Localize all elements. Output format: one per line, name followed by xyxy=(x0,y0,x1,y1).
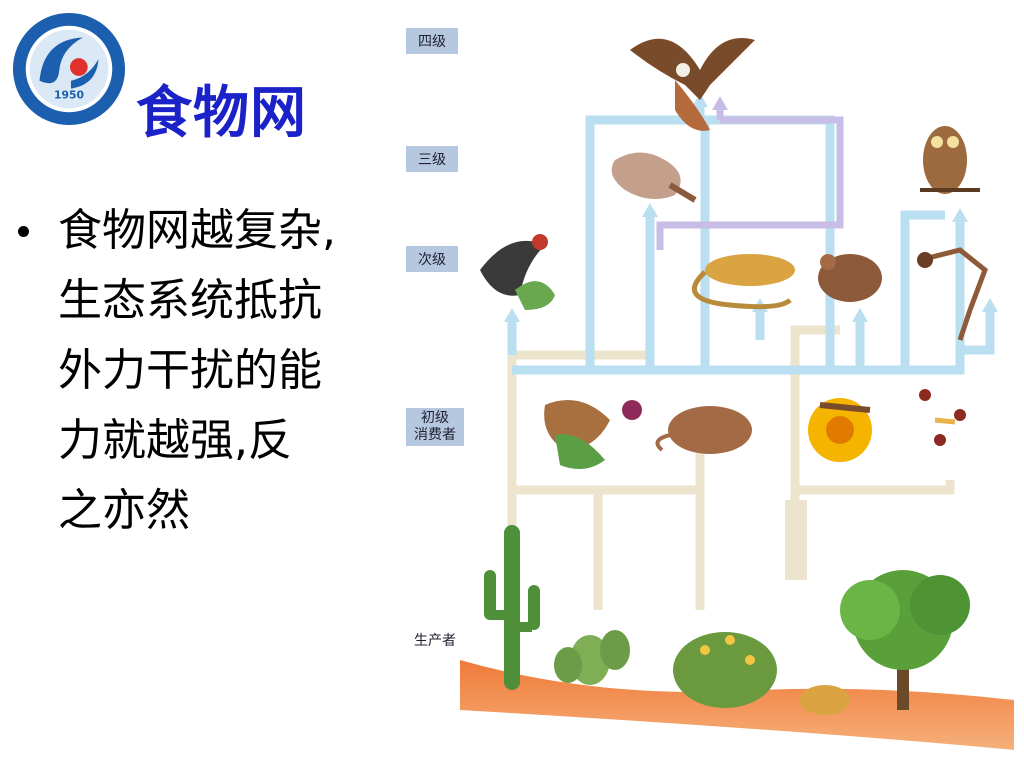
bullet-line: 食物网越复杂, xyxy=(58,205,336,256)
bullet-text: 食物网越复杂, 生态系统抵抗 外力干扰的能 力就越强,反 之亦然 xyxy=(58,196,388,546)
level-label-fourth: 四级 xyxy=(406,28,458,54)
page-title: 食物网 xyxy=(136,80,307,146)
level-label-producer: 生产者 xyxy=(414,633,456,649)
level-label-third: 三级 xyxy=(406,146,458,172)
level-label-primary-line1: 初级 xyxy=(421,410,449,426)
owl xyxy=(920,126,980,194)
predator-arrows xyxy=(656,108,844,250)
snake xyxy=(611,152,697,203)
trunk-arrow xyxy=(785,500,807,580)
insect xyxy=(917,247,988,341)
squirrel xyxy=(544,400,642,469)
level-label-primary-line2: 消费者 xyxy=(414,427,456,443)
producer-arrows xyxy=(507,325,955,610)
mouse xyxy=(818,254,882,302)
prickly-pear-cactus xyxy=(554,630,630,685)
flower-with-grasshopper xyxy=(808,398,872,462)
woodpecker xyxy=(480,234,555,310)
bullet-line: 力就越强,反 xyxy=(58,415,292,466)
food-web-illustration xyxy=(460,38,1014,750)
consumer-arrows xyxy=(507,105,995,375)
saguaro-cactus xyxy=(484,525,540,690)
bullet-line: 外力干扰的能 xyxy=(58,345,322,396)
lizard xyxy=(691,254,795,310)
flowering-shrub xyxy=(673,632,777,708)
level-label-secondary: 次级 xyxy=(406,246,458,272)
arrow-head-purple xyxy=(712,96,728,110)
ants xyxy=(919,389,966,446)
university-logo: 1950 xyxy=(12,12,126,126)
food-web-diagram: 四级 三级 次级 初级 消费者 生产者 xyxy=(400,10,1014,760)
logo-year: 1950 xyxy=(54,89,84,102)
arrow-heads xyxy=(504,93,998,322)
bullet-line: 生态系统抵抗 xyxy=(58,275,322,326)
rat xyxy=(655,406,752,454)
bullet-item: 食物网越复杂, 生态系统抵抗 外力干扰的能 力就越强,反 之亦然 xyxy=(18,196,388,546)
bullet-line: 之亦然 xyxy=(58,485,190,536)
bullet-dot xyxy=(18,226,29,237)
small-bush xyxy=(800,685,850,715)
tree xyxy=(840,570,970,710)
level-label-primary: 初级 消费者 xyxy=(406,408,464,446)
hawk xyxy=(630,38,755,131)
